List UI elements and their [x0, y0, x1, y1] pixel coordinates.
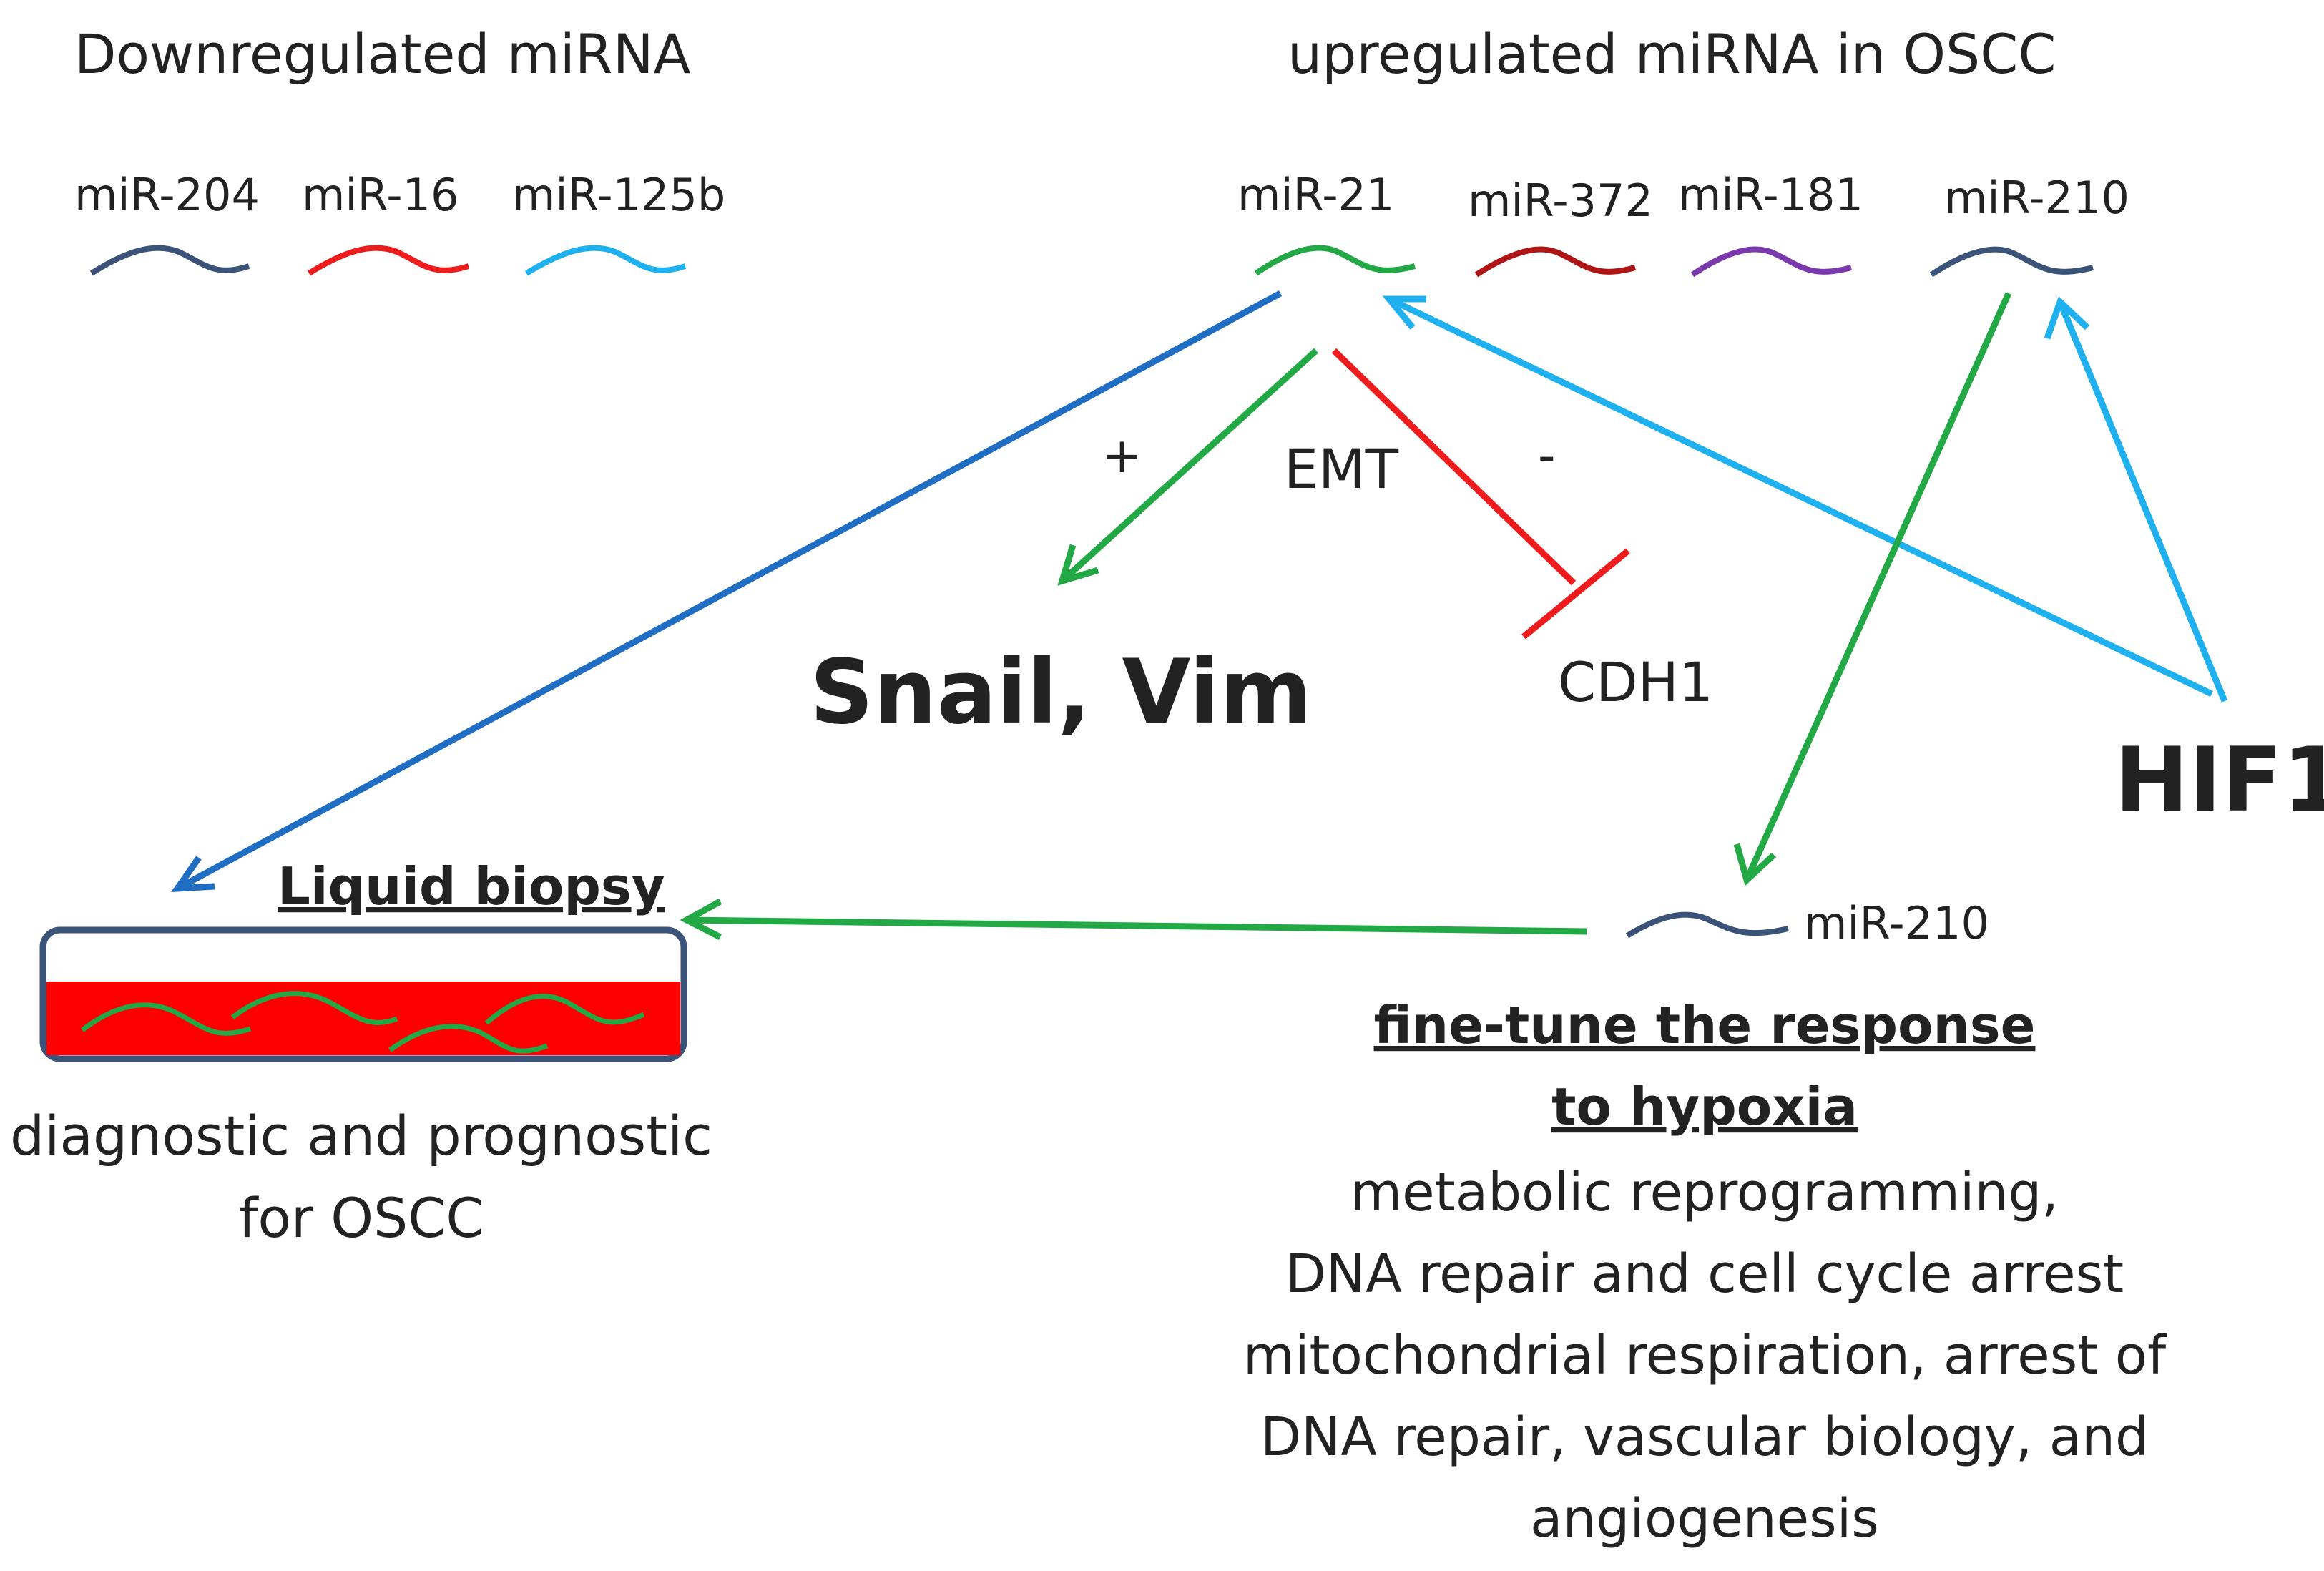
hif1-label: HIF1 [2114, 729, 2324, 832]
circulating-mirna-strands [80, 991, 645, 1054]
emt-label: EMT [1284, 437, 1399, 501]
arrow-hypoxia-to-biopsy [680, 899, 1587, 941]
arrow-hif1-to-mir21 [1382, 295, 2213, 698]
mirna-label-mir-204: miR-204 [74, 169, 260, 221]
hypoxia-effect-line: DNA repair and cell cycle arrest [1285, 1243, 2124, 1305]
mirna-strand-mir-125b [524, 245, 687, 276]
upregulated-mirna-list: miR-21 miR-372 miR-181 miR-210 [1237, 169, 2129, 278]
circulating-mir210-strand [1625, 911, 1789, 939]
inhibition-mir21-to-cdh1 [1331, 348, 1630, 640]
snail-vim-label: Snail, Vim [810, 641, 1312, 744]
mirna-strand-mir-16 [307, 245, 470, 276]
hypoxia-effect-line: angiogenesis [1530, 1488, 1879, 1550]
hypoxia-title-line1: fine-tune the response [1374, 995, 2036, 1055]
hypoxia-effect-line: mitochondrial respiration, arrest of [1243, 1325, 2167, 1386]
mirna-label-mir-21: miR-21 [1237, 169, 1394, 221]
hypoxia-title-line2: to hypoxia [1551, 1077, 1858, 1137]
biopsy-caption-line1: diagnostic and prognostic [10, 1104, 712, 1168]
hypoxia-effect-line: DNA repair, vascular biology, and [1260, 1406, 2149, 1468]
mirna-strand-mir-210 [1929, 246, 2094, 278]
liquid-biopsy-title: Liquid biopsy [278, 856, 665, 916]
arrow-hif1-to-mir210 [2044, 295, 2228, 703]
hypoxia-effect-line: metabolic reprogramming, [1350, 1162, 2059, 1223]
mirna-label-mir-16: miR-16 [302, 169, 459, 221]
downregulated-header: Downregulated miRNA [74, 22, 691, 86]
arrow-mir210-to-hypoxia [1733, 292, 2012, 886]
mirna-label-mir-210: miR-210 [1944, 172, 2129, 224]
arrow-mir21-to-snail-vim [1057, 348, 1319, 586]
circulating-mir210-label: miR-210 [1804, 897, 1989, 949]
inhibition-sign: - [1538, 428, 1556, 484]
blood-tube [39, 926, 687, 1062]
activation-sign: + [1102, 428, 1142, 484]
biopsy-caption-line2: for OSCC [239, 1186, 484, 1250]
mirna-strand-mir-372 [1474, 246, 1637, 278]
mirna-label-mir-125b: miR-125b [512, 169, 725, 221]
mirna-label-mir-181: miR-181 [1678, 169, 1863, 221]
mirna-strand-mir-21 [1254, 245, 1416, 276]
arrow-mir21-to-biopsy [171, 290, 1283, 893]
mirna-strand-mir-181 [1690, 246, 1853, 278]
upregulated-header: upregulated miRNA in OSCC [1288, 22, 2056, 86]
mirna-strand-mir-204 [89, 245, 250, 276]
cdh1-label: CDH1 [1558, 650, 1713, 714]
downregulated-mirna-list: miR-204 miR-16 miR-125b [74, 169, 725, 276]
mirna-label-mir-372: miR-372 [1468, 175, 1653, 227]
